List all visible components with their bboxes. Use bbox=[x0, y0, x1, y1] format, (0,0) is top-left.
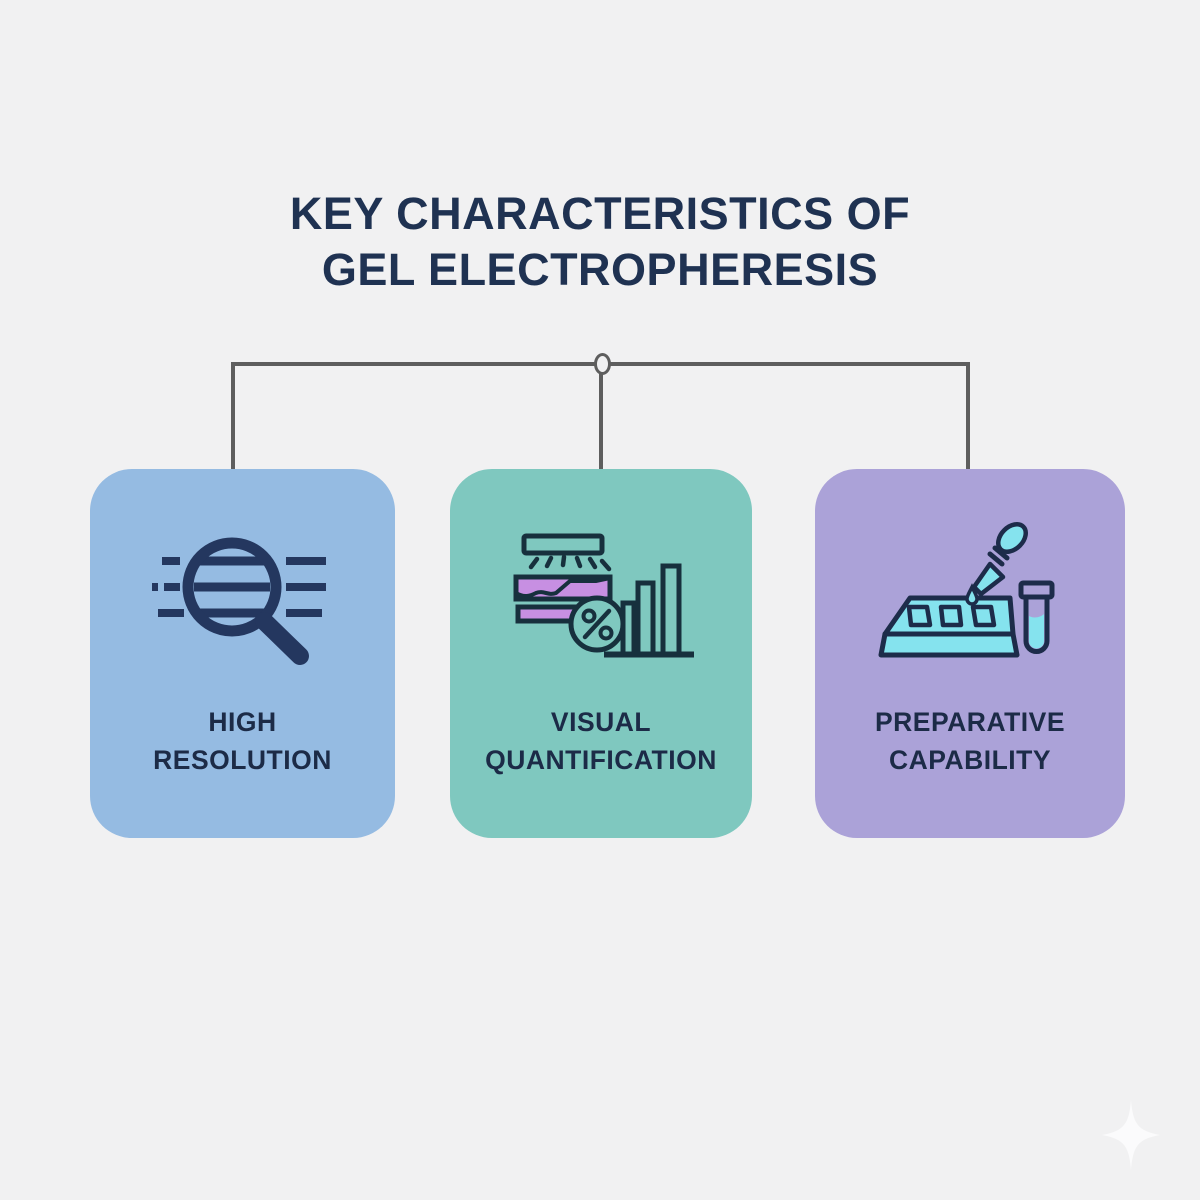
card-label-high-resolution: HIGH RESOLUTION bbox=[90, 703, 395, 779]
sparkle-icon bbox=[1102, 1100, 1160, 1175]
card-high-resolution: HIGH RESOLUTION bbox=[90, 469, 395, 838]
connector-node-circle bbox=[594, 353, 611, 375]
connector-vertical-line-left bbox=[231, 362, 235, 470]
card-label-line: QUANTIFICATION bbox=[485, 745, 717, 775]
card-visual-quantification: VISUAL QUANTIFICATION bbox=[450, 469, 752, 838]
card-label-visual-quantification: VISUAL QUANTIFICATION bbox=[450, 703, 752, 779]
card-label-line: CAPABILITY bbox=[888, 745, 1052, 775]
card-label-line: RESOLUTION bbox=[153, 745, 332, 775]
connector-vertical-line-right bbox=[966, 362, 970, 470]
magnifier-gel-bands-icon bbox=[90, 523, 395, 673]
connector-vertical-line-center bbox=[599, 362, 603, 470]
card-label-line: VISUAL bbox=[550, 707, 652, 737]
card-label-preparative-capability: PREPARATIVE CAPABILITY bbox=[815, 703, 1125, 779]
page-title-line-1: KEY CHARACTERISTICS OF bbox=[289, 188, 911, 239]
card-preparative-capability: PREPARATIVE CAPABILITY bbox=[815, 469, 1125, 838]
card-label-line: HIGH bbox=[208, 707, 277, 737]
page-title-line-2: GEL ELECTROPHERESIS bbox=[321, 244, 879, 295]
card-label-line: PREPARATIVE bbox=[874, 707, 1066, 737]
page-title: KEY CHARACTERISTICS OF GEL ELECTROPHERES… bbox=[0, 186, 1200, 298]
gel-tray-pipette-test-tube-icon bbox=[815, 517, 1125, 662]
gel-imaging-percent-bar-chart-icon bbox=[450, 533, 752, 663]
